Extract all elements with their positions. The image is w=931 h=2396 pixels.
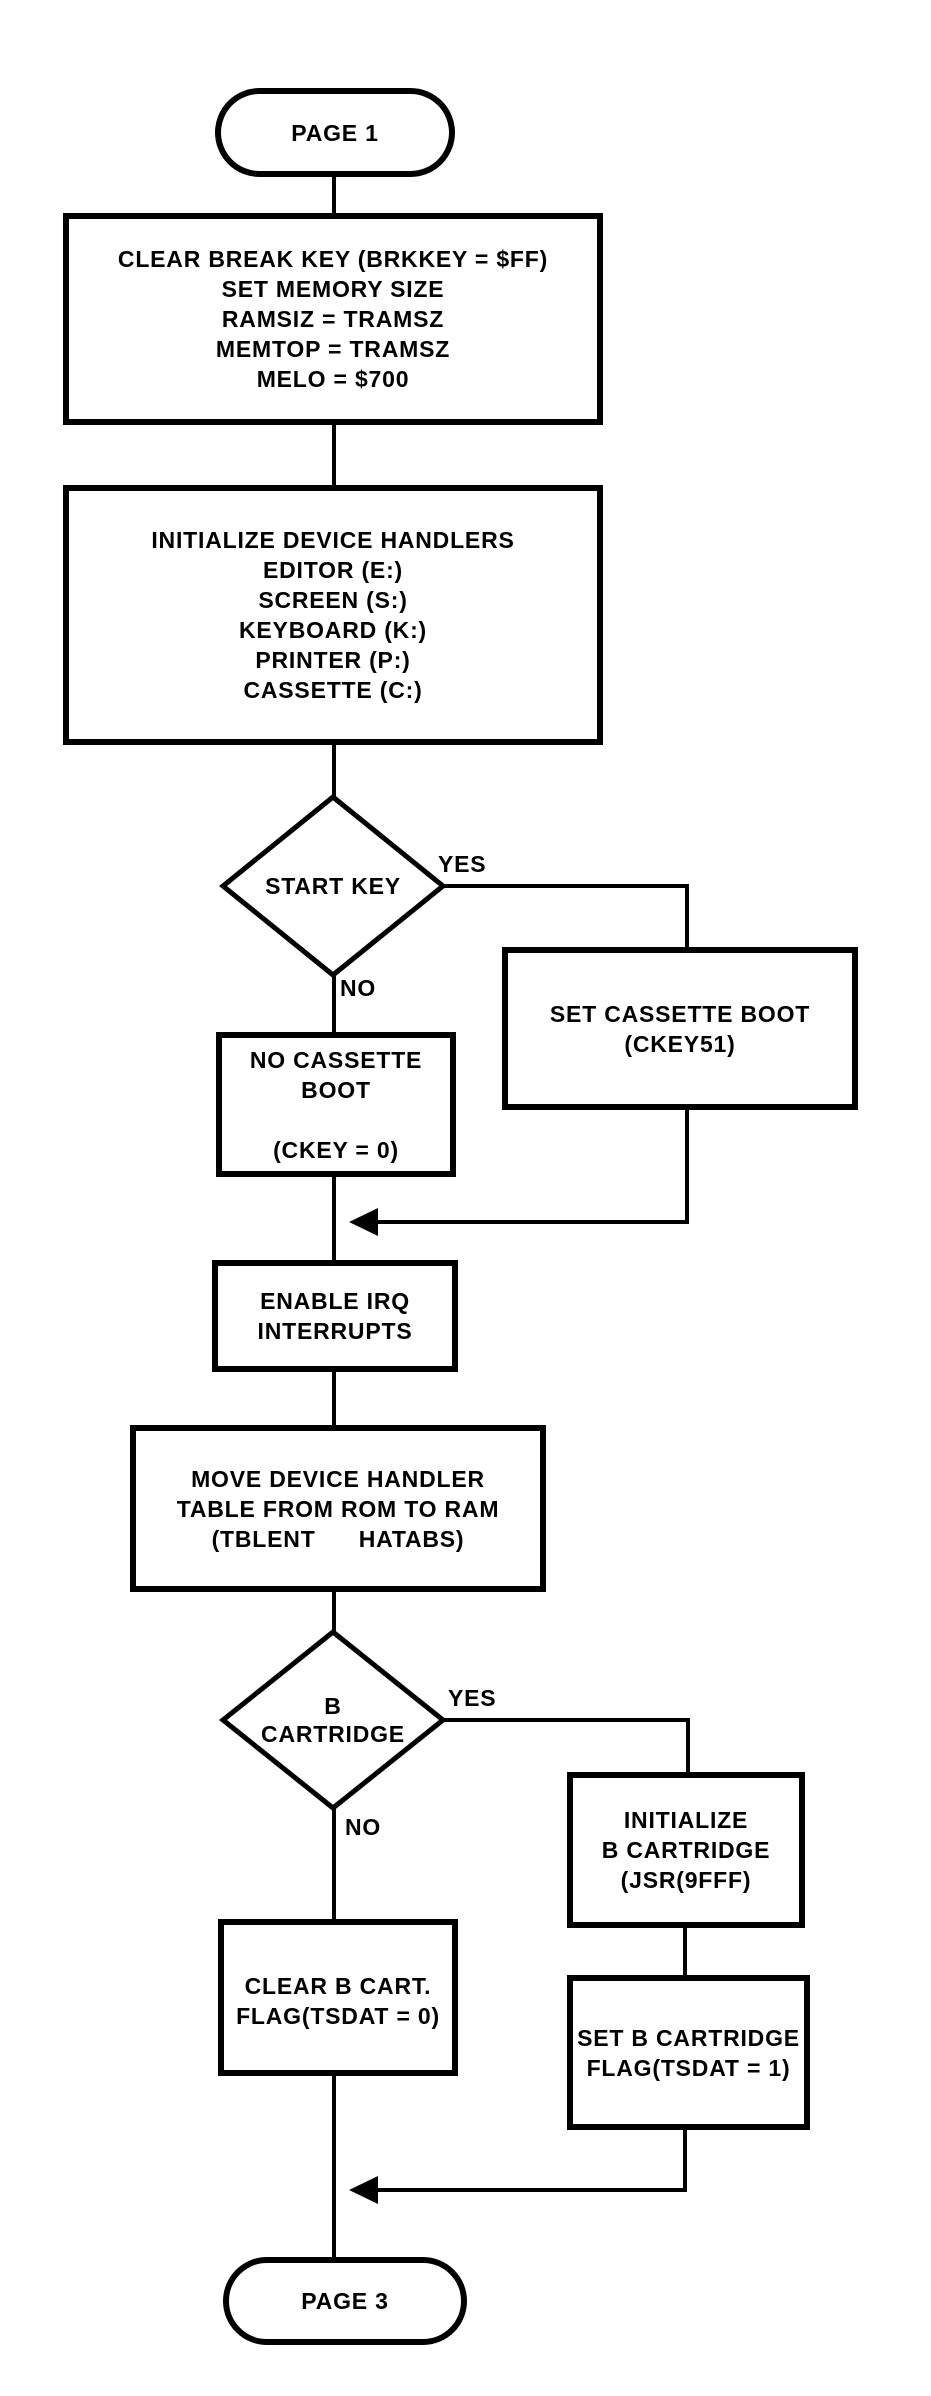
decision-label: B: [324, 1693, 342, 1719]
text-line: CLEAR BREAK KEY (BRKKEY = $FF): [117, 246, 549, 272]
decision-b-cartridge: B CARTRIDGE: [233, 1684, 433, 1756]
text-line: CASSETTE (C:): [243, 677, 423, 703]
text-line: B CARTRIDGE: [601, 1837, 771, 1863]
connector-start-key-yes: [441, 884, 689, 949]
process-set-cassette-boot: SET CASSETTE BOOT (CKEY51): [502, 947, 858, 1110]
text-line: ENABLE IRQ: [260, 1288, 410, 1314]
branch-label-no: NO: [345, 1814, 382, 1840]
text-line: FLAG(TSDAT = 0): [236, 2003, 440, 2029]
text-line: MELO = $700: [256, 366, 410, 392]
connector-set-cassette-merge: [372, 1108, 689, 1224]
text-line: MOVE DEVICE HANDLER: [191, 1465, 485, 1492]
decision-start-key-shape: [219, 793, 447, 979]
text-line: SET CASSETTE BOOT: [549, 1000, 811, 1027]
connector-set-bcart-merge: [372, 2130, 687, 2192]
text-line: (CKEY = 0): [273, 1136, 399, 1163]
branch-label-yes: YES: [448, 1685, 497, 1711]
text-line: BOOT: [301, 1076, 371, 1103]
text-line: SET MEMORY SIZE: [221, 276, 445, 302]
text-line: KEYBOARD (K:): [239, 617, 427, 643]
decision-label: START KEY: [265, 873, 401, 899]
terminal-page-3: PAGE 3: [223, 2257, 467, 2345]
text-line: INITIALIZE: [623, 1807, 749, 1833]
process-clear-break-key: CLEAR BREAK KEY (BRKKEY = $FF) SET MEMOR…: [63, 213, 603, 425]
process-initialize-b-cartridge: INITIALIZE B CARTRIDGE (JSR(9FFF): [567, 1772, 805, 1928]
text-line: EDITOR (E:): [263, 557, 403, 583]
terminal-label: PAGE 1: [291, 119, 379, 146]
text-line: (JSR(9FFF): [620, 1867, 752, 1893]
merge-arrowhead-cassette: [349, 1208, 378, 1236]
text-line: SET B CARTRIDGE: [577, 2024, 800, 2051]
text-line: (CKEY51): [624, 1030, 736, 1057]
connector-b-cartridge-yes: [441, 1718, 690, 1772]
text-line: RAMSIZ = TRAMSZ: [221, 306, 445, 332]
text-line: TABLE FROM ROM TO RAM: [176, 1495, 500, 1522]
decision-start-key: START KEY: [233, 856, 433, 916]
process-set-b-cartridge-flag: SET B CARTRIDGE FLAG(TSDAT = 1): [567, 1975, 810, 2130]
text-line: FLAG(TSDAT = 1): [586, 2054, 791, 2081]
decision-b-cartridge-shape: [218, 1628, 448, 1812]
terminal-label: PAGE 3: [301, 2288, 389, 2314]
text-line: INTERRUPTS: [257, 1318, 413, 1344]
decision-label: CARTRIDGE: [261, 1721, 405, 1747]
terminal-page-1: PAGE 1: [215, 88, 455, 177]
process-init-device-handlers: INITIALIZE DEVICE HANDLERS EDITOR (E:) S…: [63, 485, 603, 745]
process-clear-b-cartridge-flag: CLEAR B CART. FLAG(TSDAT = 0): [218, 1919, 458, 2076]
text-line: (TBLENT HATABS): [211, 1525, 465, 1552]
merge-arrowhead-bcart: [349, 2176, 378, 2204]
process-no-cassette-boot: NO CASSETTE BOOT (CKEY = 0): [216, 1032, 456, 1177]
text-line: PRINTER (P:): [255, 647, 411, 673]
text-line: MEMTOP = TRAMSZ: [215, 336, 451, 362]
text-line: CLEAR B CART.: [244, 1973, 432, 1999]
text-line: INITIALIZE DEVICE HANDLERS: [151, 527, 515, 553]
process-enable-irq: ENABLE IRQ INTERRUPTS: [212, 1260, 458, 1372]
branch-label-no: NO: [340, 975, 377, 1001]
process-move-handler-table: MOVE DEVICE HANDLER TABLE FROM ROM TO RA…: [130, 1425, 546, 1592]
branch-label-yes: YES: [438, 851, 487, 877]
text-line: NO CASSETTE: [249, 1046, 423, 1073]
text-line: SCREEN (S:): [258, 587, 408, 613]
